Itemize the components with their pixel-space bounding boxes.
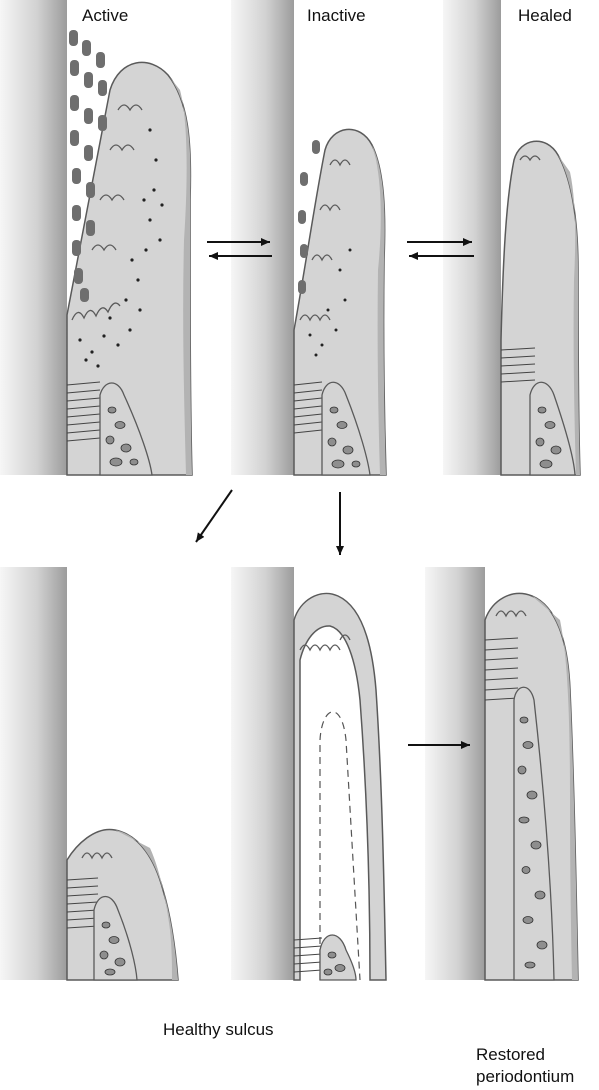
label-restored-line1: Restored (476, 1044, 574, 1066)
panel-active (67, 30, 192, 475)
panel-restored (485, 593, 578, 980)
label-inactive: Inactive (307, 6, 366, 26)
label-restored-line2: periodontium (476, 1066, 574, 1088)
gingiva-flap (294, 593, 386, 980)
panel-healthy-sulcus (67, 829, 178, 980)
tooth-root-middle-bottom (231, 567, 294, 980)
arrow-down-left-icon (196, 490, 232, 542)
label-active: Active (82, 6, 128, 26)
tooth-root-healed (443, 0, 501, 475)
tooth-root-healthy (0, 567, 67, 980)
tooth-root-active (0, 0, 67, 475)
label-healthy-sulcus: Healthy sulcus (163, 1020, 274, 1040)
panel-inactive (294, 129, 386, 475)
panel-regeneration-space (294, 593, 386, 980)
tooth-root-inactive (231, 0, 294, 475)
label-healed: Healed (518, 6, 572, 26)
label-restored-periodontium: Restored periodontium (476, 1044, 574, 1088)
panel-healed (501, 141, 580, 475)
tooth-root-restored (425, 567, 485, 980)
